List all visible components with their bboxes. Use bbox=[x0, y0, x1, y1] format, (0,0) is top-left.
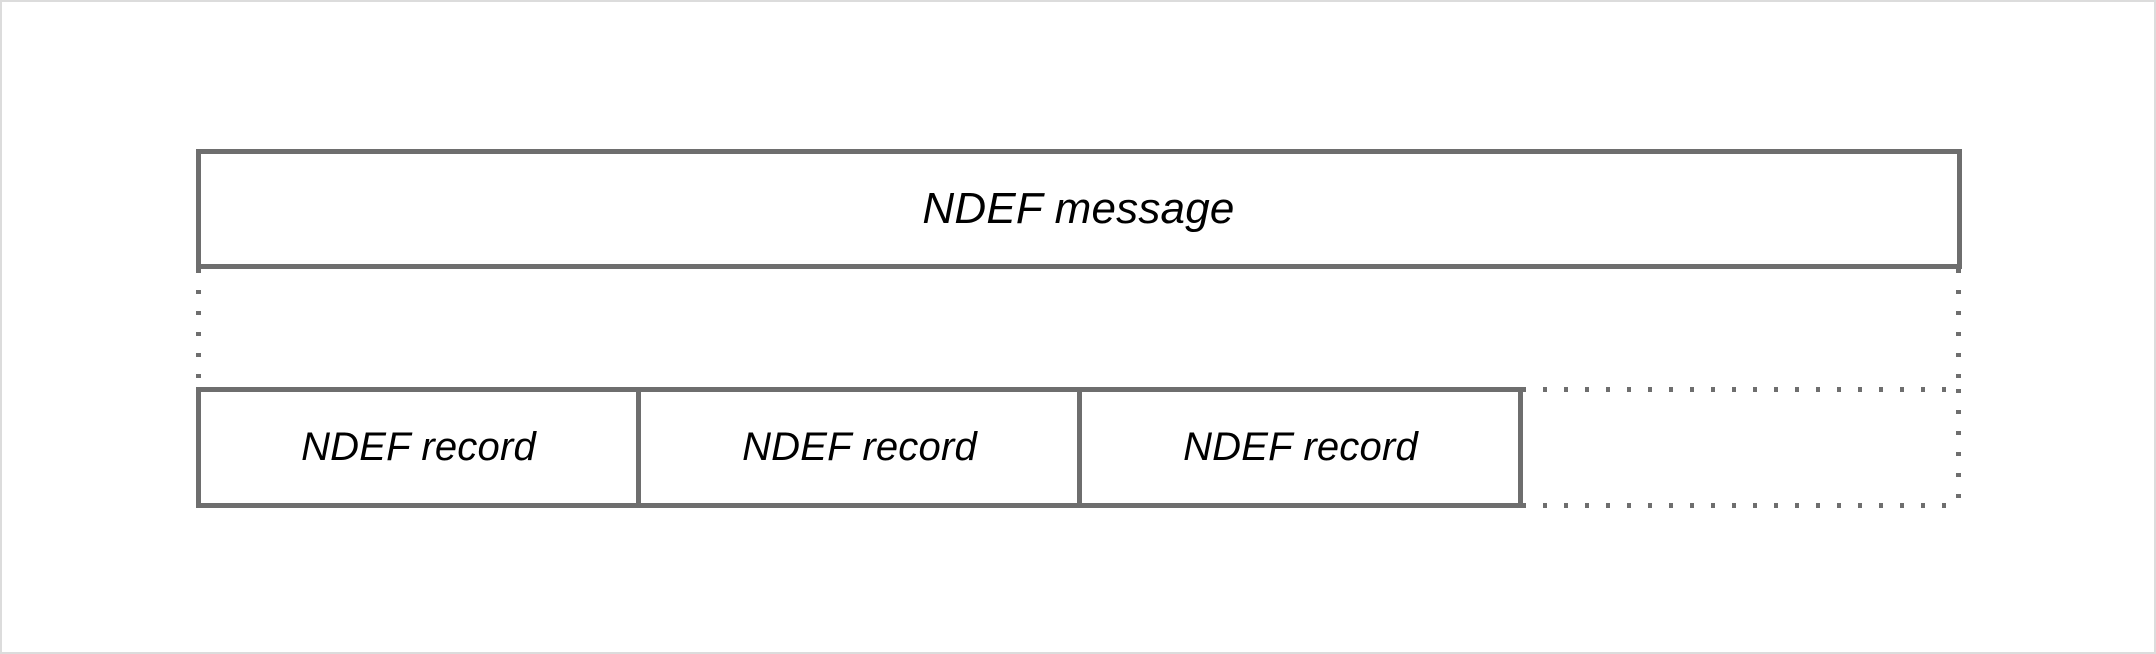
ndef-record-box-1 bbox=[196, 387, 641, 508]
ndef-record-box-3 bbox=[1077, 387, 1523, 508]
ndef-record-label-1: NDEF record bbox=[301, 425, 536, 469]
ndef-record-box-2 bbox=[636, 387, 1082, 508]
ndef-message-label: NDEF message bbox=[922, 184, 1235, 233]
ndef-message-box bbox=[196, 149, 1962, 269]
ndef-record-label-2: NDEF record bbox=[742, 425, 977, 469]
ndef-record-continuation-label bbox=[1522, 389, 1960, 506]
ndef-record-label-3: NDEF record bbox=[1183, 425, 1418, 469]
